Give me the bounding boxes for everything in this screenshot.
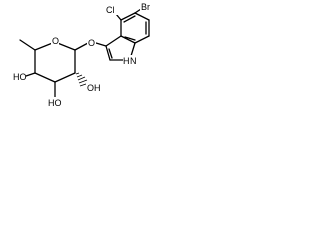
atom-label-hydroxyl-c2: OH: [86, 82, 101, 93]
bond-n1-c7a: [130, 42, 136, 57]
bond-c5-c6: [134, 12, 150, 21]
bond-c5-methyl: [19, 39, 36, 51]
bond-c7a-c3a-double: [124, 36, 136, 41]
bond-c4-c5-double: [123, 15, 136, 23]
bond-c3-c4: [34, 72, 56, 83]
ring-oxygen-label: O: [52, 36, 59, 46]
chemical-structure-diagram: O O Cl Br HO HO OH H N: [12, 1, 153, 108]
bond-glycosidic-o-c3-indole: [95, 42, 107, 47]
atom-label-hydroxyl-c4: HO: [12, 71, 27, 82]
hydroxyl-c4-label: HO: [13, 72, 27, 82]
glycosidic-oxygen-label: O: [88, 38, 95, 48]
indole-pyrrole-ring: [105, 35, 136, 61]
bond-c3-c3a: [105, 35, 122, 47]
bond-c1-glycosidic-o: [74, 42, 89, 51]
bond-c2-c3-double: [108, 48, 113, 59]
atom-label-ring-oxygen: O: [51, 35, 59, 46]
sugar-ring: [34, 41, 76, 83]
bromine-label: Br: [141, 2, 150, 12]
bond-c3-c2: [105, 45, 111, 61]
bond-c2-c3: [54, 72, 76, 83]
bond-c7a-c3a: [120, 35, 136, 44]
bond-c4-hydroxyl: [25, 72, 36, 77]
indole-nitrogen-h-label: H: [123, 56, 130, 66]
hydroxyl-c2-label: OH: [87, 83, 101, 93]
indole-benzene-ring: [120, 12, 150, 44]
atom-label-chlorine: Cl: [106, 4, 118, 15]
atom-label-glycosidic-oxygen: O: [87, 37, 96, 48]
hydroxyl-c3-label: HO: [48, 98, 62, 108]
indole-nitrogen-label: N: [130, 56, 137, 66]
bond-c7-c7a: [134, 35, 150, 44]
atom-label-hydroxyl-c3: HO: [47, 97, 62, 108]
chlorine-label: Cl: [106, 5, 115, 15]
atom-label-indole-nh: H N: [123, 55, 139, 66]
bond-c4-c5: [120, 12, 136, 21]
atom-label-bromine: Br: [140, 1, 153, 12]
